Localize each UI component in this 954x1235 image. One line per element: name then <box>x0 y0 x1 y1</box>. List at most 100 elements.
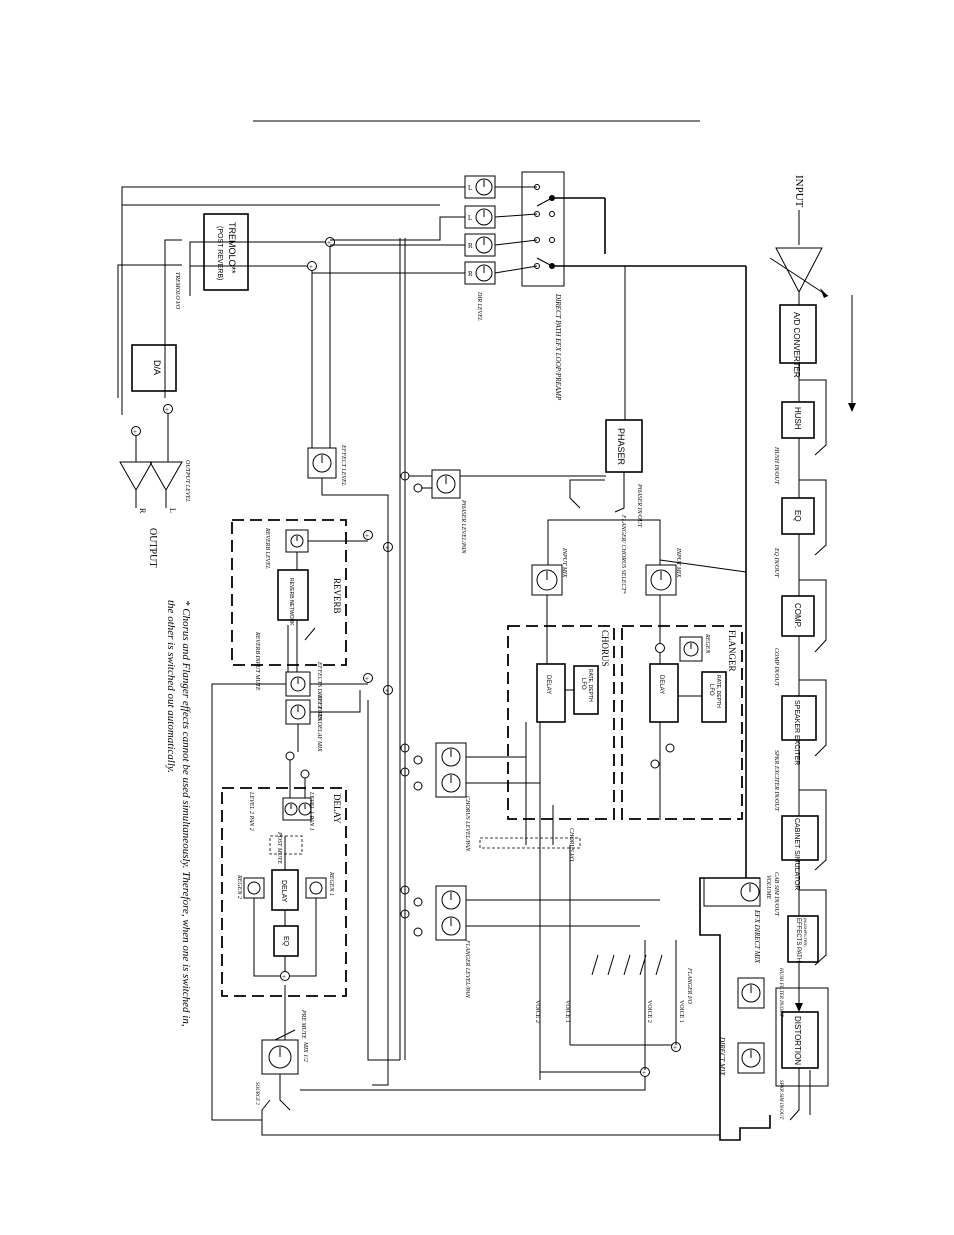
svg-text:REGEN 1: REGEN 1 <box>328 871 334 896</box>
da-block: D/A <box>131 344 177 392</box>
svg-text:REVERB: REVERB <box>332 578 342 614</box>
flanger-levelpan: FLANGER LEVEL/PAN <box>400 885 660 999</box>
flanger-delay-block: DELAY <box>649 663 679 723</box>
svg-text:DELAY: DELAY <box>658 675 664 694</box>
svg-text:COMP.: COMP. <box>793 603 802 628</box>
svg-text:TREMOLO I/O: TREMOLO I/O <box>174 272 180 310</box>
svg-text:+: + <box>365 675 369 683</box>
svg-text:HUSH IN/OUT: HUSH IN/OUT <box>773 446 779 485</box>
volume-knob-icon <box>740 882 760 902</box>
svg-text:SOURCE 2: SOURCE 2 <box>254 1082 259 1105</box>
svg-text:EQ: EQ <box>793 510 802 522</box>
svg-text:PHASER: PHASER <box>616 428 626 466</box>
chorus-box: CHORUS LFO RATE, DEPTH DELAY <box>507 595 615 845</box>
svg-text:SPKR EXCITER IN/OUT: SPKR EXCITER IN/OUT <box>773 750 779 812</box>
svg-text:R: R <box>468 242 473 250</box>
svg-text:OUTPUT LEVEL: OUTPUT LEVEL <box>184 460 190 503</box>
svg-text:PHASER IN/OUT: PHASER IN/OUT <box>636 483 642 528</box>
svg-text:DIRECT PATH EFX LOOP/PREAMP: DIRECT PATH EFX LOOP/PREAMP <box>554 293 562 401</box>
voice-section: VOICE 2 VOICE 1 VOICE 2 VOICE 1 + + <box>300 845 684 1091</box>
svg-text:FLANGER LEVEL/PAN: FLANGER LEVEL/PAN <box>464 939 470 999</box>
output-amp-r-icon <box>119 461 153 492</box>
eq-block: EQ <box>781 497 815 535</box>
effect-level: EFFECT LEVEL <box>307 246 389 1086</box>
svg-text:EFFECTS PATH: EFFECTS PATH <box>795 918 801 962</box>
main-chain: INPUT A/D CONVERTER HUSH HUSH IN/OUT EQ … <box>699 175 856 1141</box>
svg-text:DELAY: DELAY <box>545 675 551 694</box>
svg-text:D/A: D/A <box>152 360 162 375</box>
footnote-line2: the other is switched out automatically. <box>165 600 177 773</box>
svg-text:EFFECTS DIRECT MIX: EFFECTS DIRECT MIX <box>316 661 322 722</box>
svg-text:EQ IN/OUT: EQ IN/OUT <box>773 547 779 578</box>
svg-text:EFX DIRECT MIX: EFX DIRECT MIX <box>753 909 761 964</box>
svg-text:(POST REVERB): (POST REVERB) <box>216 226 223 280</box>
svg-text:+: + <box>327 239 331 247</box>
chorus-delay-block: DELAY <box>536 663 566 723</box>
svg-text:OUTPUT: OUTPUT <box>147 528 158 567</box>
svg-text:INPUT MIX: INPUT MIX <box>561 547 567 578</box>
svg-text:L: L <box>168 508 177 513</box>
svg-text:VOICE 2: VOICE 2 <box>646 1000 652 1023</box>
svg-text:VOICE 1: VOICE 1 <box>564 1000 570 1023</box>
svg-text:MIX 1/2: MIX 1/2 <box>302 1041 308 1062</box>
svg-text:DIRECT MIX: DIRECT MIX <box>718 1036 726 1076</box>
svg-text:CABINET SIMULATOR: CABINET SIMULATOR <box>793 818 800 890</box>
output-amp-l-icon <box>149 461 183 492</box>
delay-box: DELAY LEVEL 1 PAN 1 LEVEL 2 PAN 2 POST M… <box>221 787 347 997</box>
svg-text:COMP IN/OUT: COMP IN/OUT <box>773 648 779 687</box>
svg-text:REGEN: REGEN <box>704 633 710 654</box>
distortion-frame <box>775 987 829 1087</box>
tremolo-block: TREMOLO** (POST REVERB) <box>203 213 249 291</box>
svg-text:EQ: EQ <box>282 936 289 947</box>
svg-text:RATE, DEPTH: RATE, DEPTH <box>587 669 593 702</box>
svg-text:+: + <box>365 532 369 540</box>
phaser-section: PHASER PHASER IN/OUT PHASER LEVEL/PAN <box>400 419 643 554</box>
direct-mix-knob-icon <box>741 1048 761 1068</box>
cabinet-block: CABINET SIMULATOR <box>781 815 819 890</box>
input-amp-icon <box>775 247 823 294</box>
svg-text:CHORUS I/O: CHORUS I/O <box>568 828 574 862</box>
svg-text:LEVEL 2 PAN 2: LEVEL 2 PAN 2 <box>248 791 254 831</box>
svg-text:DELAY: DELAY <box>280 880 287 903</box>
svg-text:FLANGER: FLANGER <box>727 630 737 672</box>
svg-text:FLANGER/ CHORUS SELECT*: FLANGER/ CHORUS SELECT* <box>620 514 626 594</box>
phaser-block: PHASER <box>605 419 643 473</box>
hush-block: HUSH <box>781 401 815 439</box>
distortion-block: DISTORTION <box>781 1011 819 1069</box>
svg-text:LFO: LFO <box>708 684 714 696</box>
svg-text:DIR LEVEL: DIR LEVEL <box>476 291 482 322</box>
flanger-lfo-block: LFO RATE, DEPTH <box>701 671 727 723</box>
comp-block: COMP. <box>781 595 815 637</box>
svg-text:CHORUS LEVEL/PAN: CHORUS LEVEL/PAN <box>464 796 470 852</box>
svg-text:PHASER LEVEL/PAN: PHASER LEVEL/PAN <box>460 499 466 554</box>
svg-text:R: R <box>138 508 147 514</box>
svg-text:LEVEL 1 PAN 1: LEVEL 1 PAN 1 <box>308 791 314 831</box>
svg-text:POST MUTE: POST MUTE <box>276 831 282 864</box>
svg-text:DELAY: DELAY <box>332 794 342 824</box>
svg-text:(HUSH/FILTER): (HUSH/FILTER) <box>803 918 808 947</box>
svg-text:REGEN 2: REGEN 2 <box>236 874 242 899</box>
mix12-section: MIX 1/2 PRE MUTE SOURCE 2 <box>254 985 720 1136</box>
svg-text:VOICE 1: VOICE 1 <box>678 1000 684 1023</box>
chorus-levelpan: CHORUS LEVEL/PAN <box>400 742 540 852</box>
svg-text:HUSH: HUSH <box>793 407 802 430</box>
direct-path-panel: DIRECT PATH EFX LOOP/PREAMP L L R R DIR … <box>464 171 746 401</box>
svg-text:+: + <box>673 1044 677 1052</box>
input-mix-knobs: INPUT MIX INPUT MIX <box>531 547 681 596</box>
svg-text:+: + <box>309 263 313 271</box>
footnote-line1: * Chorus and Flanger effects cannot be u… <box>180 600 192 1027</box>
effects-path-block: EFFECTS PATH (HUSH/FILTER) <box>787 915 819 963</box>
svg-text:+: + <box>385 544 389 552</box>
delay-block: DELAY <box>271 869 299 911</box>
svg-text:SPKR SIM IN/OUT: SPKR SIM IN/OUT <box>778 1080 783 1120</box>
output-section: + + TREMOLO** (POST REVERB) TREMOLO I/O … <box>117 186 465 567</box>
svg-text:REVERB NETWORK: REVERB NETWORK <box>288 578 294 626</box>
svg-text:+: + <box>385 687 389 695</box>
delay-eq-block: EQ <box>273 925 299 957</box>
mix-knobs: VOLUME EFX DIRECT MIX DIRECT MIX <box>703 875 771 1076</box>
svg-text:EFFECT LEVEL: EFFECT LEVEL <box>340 444 346 487</box>
svg-text:L: L <box>468 214 472 222</box>
svg-text:VOLUME: VOLUME <box>765 875 771 899</box>
svg-text:CHORUS: CHORUS <box>600 630 610 667</box>
